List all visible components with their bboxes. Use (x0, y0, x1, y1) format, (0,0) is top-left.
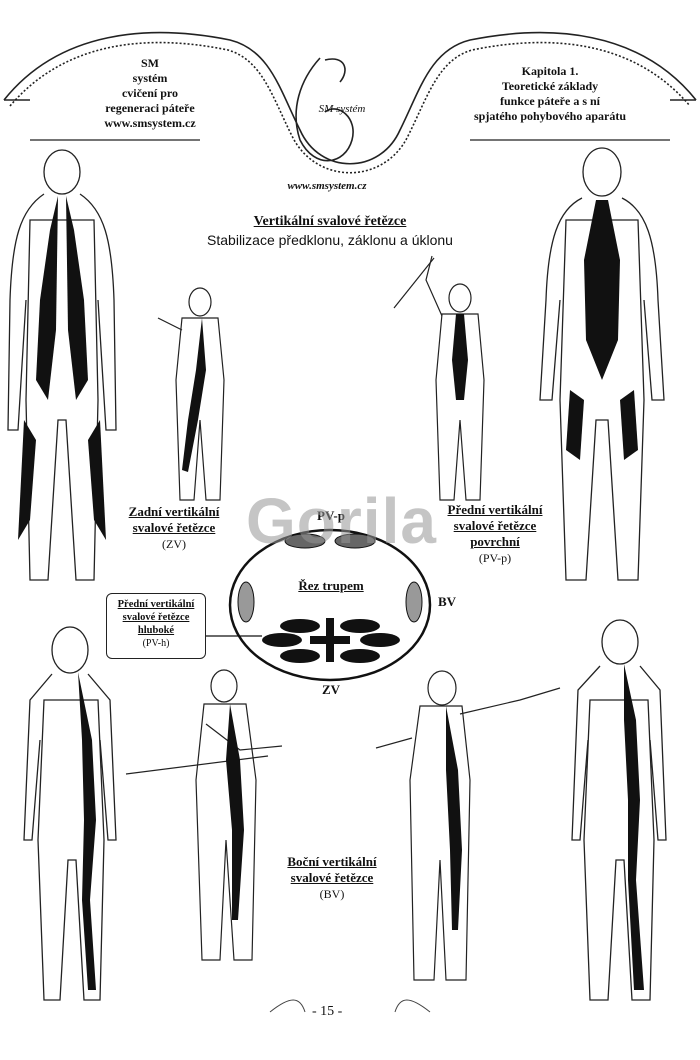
header-left-url: www.smsystem.cz (104, 116, 196, 130)
callout-line1: Přední vertikální (117, 599, 195, 610)
cross-section-bottom-label: ZV (321, 682, 341, 697)
label-pvp-line1: Přední vertikální (447, 502, 543, 517)
label-bv: Boční vertikální svalové řetězce (BV) (262, 854, 402, 902)
figure-back-right (571, 619, 667, 1001)
page-subtitle: Stabilizace předklonu, záklonu a úklonu (207, 232, 453, 248)
watermark: Gorila (246, 485, 437, 557)
figure-front-small (393, 255, 485, 501)
label-zv-line1: Zadní vertikální (128, 504, 220, 519)
figure-front-female (23, 626, 117, 1001)
callout-pvh: Přední vertikální svalové řetězce hlubok… (106, 593, 206, 659)
cross-section-right-label: BV (437, 594, 457, 609)
label-zv: Zadní vertikální svalové řetězce (ZV) (104, 504, 244, 552)
label-zv-abbr: (ZV) (162, 537, 186, 551)
label-pvp-abbr: (PV-p) (478, 551, 512, 565)
cross-section-diagram (206, 528, 432, 682)
page-title: Vertikální svalové řetězce (253, 214, 407, 229)
header-right-line: Teoretické základy (501, 79, 599, 93)
cross-section-title: Řez trupem (298, 578, 364, 593)
header-right-line: funkce páteře a s ní (500, 94, 600, 108)
header-left-line: SM (141, 56, 159, 70)
header-right-line: Kapitola 1. (521, 64, 579, 78)
logo-swirl (295, 57, 354, 162)
header-left-block: SM systém cvičení pro regeneraci páteře … (80, 56, 220, 131)
figure-back-small (157, 287, 225, 501)
callout-line2: svalové řetězce (122, 612, 190, 623)
header-right-block: Kapitola 1. Teoretické základy funkce pá… (430, 64, 670, 124)
header-left-line: cvičení pro (121, 86, 179, 100)
header-left-line: systém (132, 71, 168, 85)
cross-section-top-label: PV-p (317, 508, 345, 523)
label-pvp-line3: povrchní (470, 534, 520, 549)
logo-letters: SM systém (318, 103, 366, 115)
footer-ornament (269, 999, 431, 1013)
logo-url: www.smsystem.cz (287, 180, 367, 192)
callout-line3: hluboké (137, 625, 175, 636)
header-left-line: regeneraci páteře (105, 101, 195, 115)
label-zv-line2: svalové řetězce (132, 520, 216, 535)
figure-back-arm-out (375, 670, 561, 981)
label-bv-line2: svalové řetězce (290, 870, 374, 885)
label-pvp-line2: svalové řetězce (453, 518, 537, 533)
figure-front-large (539, 147, 665, 581)
header-right-line: spjatého pohybového aparátu (473, 109, 627, 123)
label-bv-abbr: (BV) (319, 887, 345, 901)
figure-side-arm-forward (125, 669, 283, 961)
label-bv-line1: Boční vertikální (287, 854, 377, 869)
page-number: - 15 - (312, 1004, 343, 1019)
header-frame (3, 31, 697, 165)
callout-abbr: (PV-h) (142, 638, 170, 649)
label-pvp: Přední vertikální svalové řetězce povrch… (420, 502, 570, 566)
